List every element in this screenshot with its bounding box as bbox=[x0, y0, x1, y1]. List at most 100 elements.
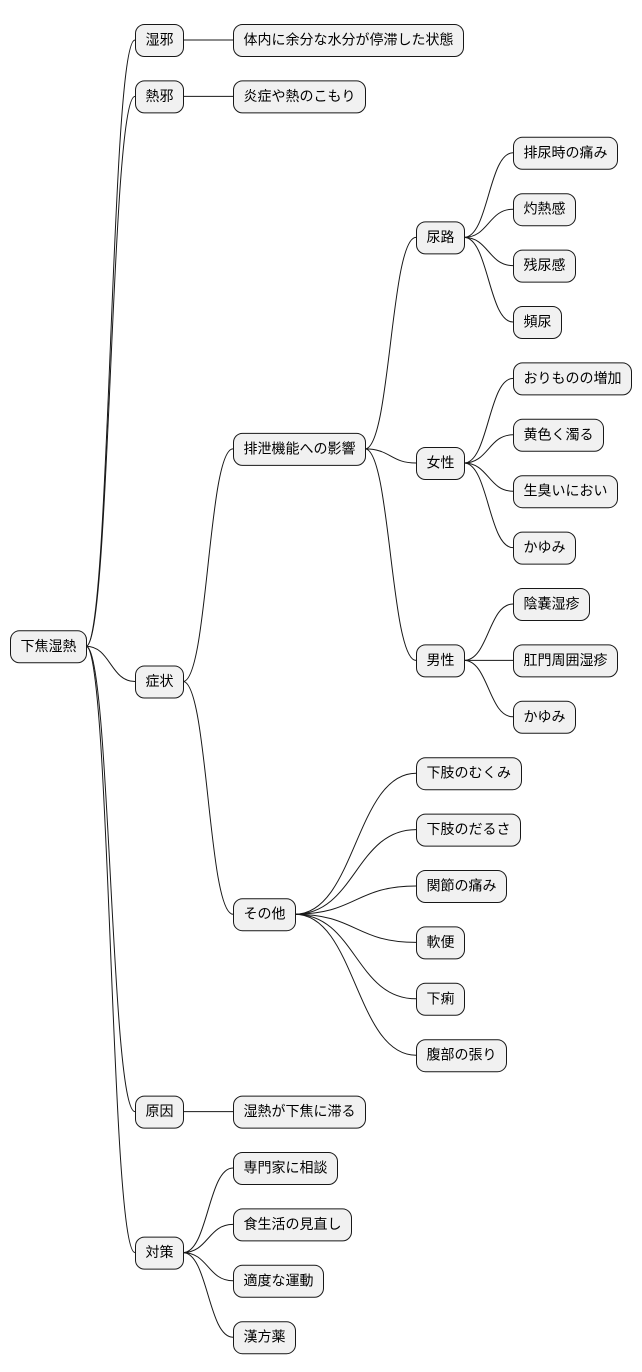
node-label: 体内に余分な水分が停滞した状態 bbox=[244, 32, 454, 49]
node-box bbox=[416, 644, 465, 678]
node-box bbox=[233, 1321, 296, 1355]
node-label: かゆみ bbox=[524, 709, 566, 725]
mindmap-leaf-node: 下肢のだるさ bbox=[416, 813, 521, 847]
node-label: 頻尿 bbox=[524, 315, 552, 331]
node-label: 腹部の張り bbox=[427, 1047, 497, 1064]
node-box bbox=[416, 221, 465, 255]
mindmap-leaf-node: 灼熱感 bbox=[513, 193, 576, 227]
edge-root-4-to-root-4-2 bbox=[182, 1252, 234, 1282]
node-box bbox=[233, 1208, 352, 1242]
mindmap-leaf-node: 生臭いにおい bbox=[513, 475, 618, 509]
edge-root-2-0-to-root-2-0-2 bbox=[364, 448, 417, 661]
node-box bbox=[513, 588, 590, 621]
mindmap-edges bbox=[85, 39, 514, 1338]
node-label: 下痢 bbox=[427, 991, 455, 1007]
edge-root-2-1-to-root-2-1-2 bbox=[294, 885, 417, 915]
node-label: 炎症や熱のこもり bbox=[244, 89, 356, 105]
mindmap-leaf-node: 下痢 bbox=[416, 982, 465, 1016]
mindmap-branch-node: 症状 bbox=[135, 665, 184, 699]
mindmap-leaf-node: かゆみ bbox=[513, 531, 576, 565]
node-label: 対策 bbox=[146, 1244, 174, 1261]
mindmap-branch-node: 対策 bbox=[135, 1236, 184, 1270]
node-box bbox=[233, 1264, 324, 1298]
edge-root-2-to-root-2-0 bbox=[182, 448, 234, 683]
node-box bbox=[416, 926, 465, 960]
edge-root-4-to-root-4-1 bbox=[182, 1223, 234, 1254]
edge-root-2-0-1-to-root-2-0-1-0 bbox=[463, 377, 514, 464]
node-label: 湿邪 bbox=[146, 33, 174, 49]
node-label: 専門家に相談 bbox=[244, 1160, 328, 1177]
edge-root-2-1-to-root-2-1-5 bbox=[294, 913, 417, 1056]
node-box bbox=[233, 24, 464, 57]
edge-root-to-root-2 bbox=[85, 645, 136, 683]
node-label: おりものの増加 bbox=[524, 371, 622, 387]
node-box bbox=[513, 306, 562, 339]
mindmap-leaf-node: 残尿感 bbox=[513, 249, 576, 283]
edge-root-2-1-to-root-2-1-4 bbox=[294, 913, 417, 1000]
mindmap-leaf-node: 漢方薬 bbox=[233, 1321, 296, 1355]
mindmap-leaf-node: かゆみ bbox=[513, 700, 576, 734]
node-box bbox=[135, 80, 184, 114]
node-box bbox=[233, 898, 296, 932]
node-label: 尿路 bbox=[427, 230, 455, 246]
node-box bbox=[513, 136, 618, 170]
node-label: 食生活の見直し bbox=[244, 1216, 342, 1233]
node-label: 湿熱が下焦に滞る bbox=[244, 1104, 356, 1120]
node-label: かゆみ bbox=[524, 540, 566, 556]
node-box bbox=[513, 531, 576, 565]
edge-root-2-0-1-to-root-2-0-1-2 bbox=[463, 462, 514, 492]
mindmap-leaf-node: 関節の痛み bbox=[416, 870, 507, 903]
edge-root-2-0-to-root-2-0-0 bbox=[364, 236, 417, 450]
mindmap-leaf-node: 適度な運動 bbox=[233, 1264, 324, 1298]
mindmap-leaf-node: 黄色く濁る bbox=[513, 418, 604, 452]
edge-root-to-root-4 bbox=[85, 645, 136, 1254]
edge-root-4-to-root-4-0 bbox=[182, 1167, 234, 1254]
node-label: 黄色く濁る bbox=[524, 426, 594, 443]
node-label: 生臭いにおい bbox=[524, 484, 608, 500]
node-label: 熱邪 bbox=[146, 89, 174, 105]
node-box bbox=[513, 193, 576, 227]
node-box bbox=[135, 665, 184, 699]
node-box bbox=[233, 432, 366, 466]
mindmap-leaf-node: 体内に余分な水分が停滞した状態 bbox=[233, 24, 464, 57]
mindmap-leaf-node: 炎症や熱のこもり bbox=[233, 80, 366, 114]
node-box bbox=[135, 1095, 184, 1129]
mindmap-leaf-node: 湿熱が下焦に滞る bbox=[233, 1095, 366, 1129]
edge-root-to-root-3 bbox=[85, 645, 136, 1113]
node-label: 残尿感 bbox=[524, 257, 566, 274]
node-box bbox=[416, 813, 521, 847]
node-box bbox=[416, 447, 465, 480]
edge-root-2-0-0-to-root-2-0-0-3 bbox=[463, 236, 514, 323]
mindmap-branch-node: 排泄機能への影響 bbox=[233, 432, 366, 466]
mindmap-leaf-node: 軟便 bbox=[416, 926, 465, 960]
mindmap-leaf-node: 肛門周囲湿疹 bbox=[513, 644, 618, 678]
mindmap-leaf-node: 下肢のむくみ bbox=[416, 757, 522, 791]
mindmap-branch-node: 尿路 bbox=[416, 221, 465, 255]
node-label: 女性 bbox=[427, 455, 455, 472]
mindmap-branch-node: その他 bbox=[233, 898, 296, 932]
edge-root-2-0-0-to-root-2-0-0-2 bbox=[463, 236, 514, 267]
edge-root-2-0-0-to-root-2-0-0-0 bbox=[463, 152, 514, 238]
edge-root-2-0-2-to-root-2-0-2-0 bbox=[463, 603, 514, 661]
node-label: 下焦湿熱 bbox=[21, 639, 77, 655]
edge-root-2-to-root-2-1 bbox=[182, 681, 234, 915]
edge-root-4-to-root-4-3 bbox=[182, 1252, 234, 1338]
node-box bbox=[513, 475, 618, 509]
node-label: 漢方薬 bbox=[244, 1330, 286, 1346]
edge-root-2-1-to-root-2-1-0 bbox=[294, 772, 417, 915]
node-label: 下肢のだるさ bbox=[427, 822, 511, 838]
node-label: 適度な運動 bbox=[244, 1272, 314, 1289]
edge-root-2-0-1-to-root-2-0-1-3 bbox=[463, 462, 514, 549]
mindmap-branch-node: 湿邪 bbox=[135, 24, 184, 57]
node-box bbox=[416, 870, 507, 903]
node-label: 軟便 bbox=[427, 935, 455, 951]
node-label: その他 bbox=[244, 907, 286, 923]
node-box bbox=[233, 80, 366, 114]
mindmap-branch-node: 原因 bbox=[135, 1095, 184, 1129]
edge-root-2-1-to-root-2-1-3 bbox=[294, 913, 417, 943]
mindmap-leaf-node: 頻尿 bbox=[513, 306, 562, 339]
edge-root-to-root-1 bbox=[85, 95, 136, 647]
node-label: 原因 bbox=[146, 1104, 174, 1120]
node-label: 陰嚢湿疹 bbox=[524, 597, 580, 613]
